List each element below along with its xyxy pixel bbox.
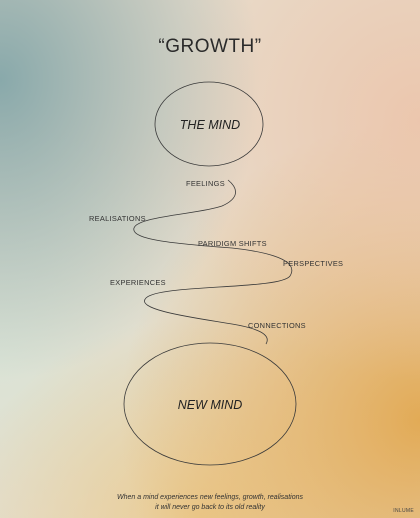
caption: When a mind experiences new feelings, gr… — [0, 493, 420, 512]
the-mind-ellipse — [154, 81, 264, 167]
realisations-label: REALISATIONS — [89, 214, 146, 223]
caption-line-1: When a mind experiences new feelings, gr… — [117, 494, 303, 501]
perspectives-label: PERSPECTIVES — [283, 259, 344, 268]
brand-logo-text: INLUME — [393, 508, 414, 514]
growth-wavy-path — [133, 179, 293, 345]
feelings-label: FEELINGS — [186, 179, 225, 188]
diagram-title: “GROWTH” — [158, 36, 262, 57]
experiences-label: EXPERIENCES — [110, 278, 166, 287]
new-mind-label: NEW MIND — [177, 398, 243, 412]
caption-line-2: it will never go back to its old reality — [155, 503, 265, 511]
the-mind-label: THE MIND — [179, 118, 241, 132]
new-mind-ellipse — [123, 342, 297, 466]
paradigm-shifts-label: PARIDIGM SHIFTS — [198, 239, 267, 248]
connections-label: CONNECTIONS — [248, 321, 306, 330]
